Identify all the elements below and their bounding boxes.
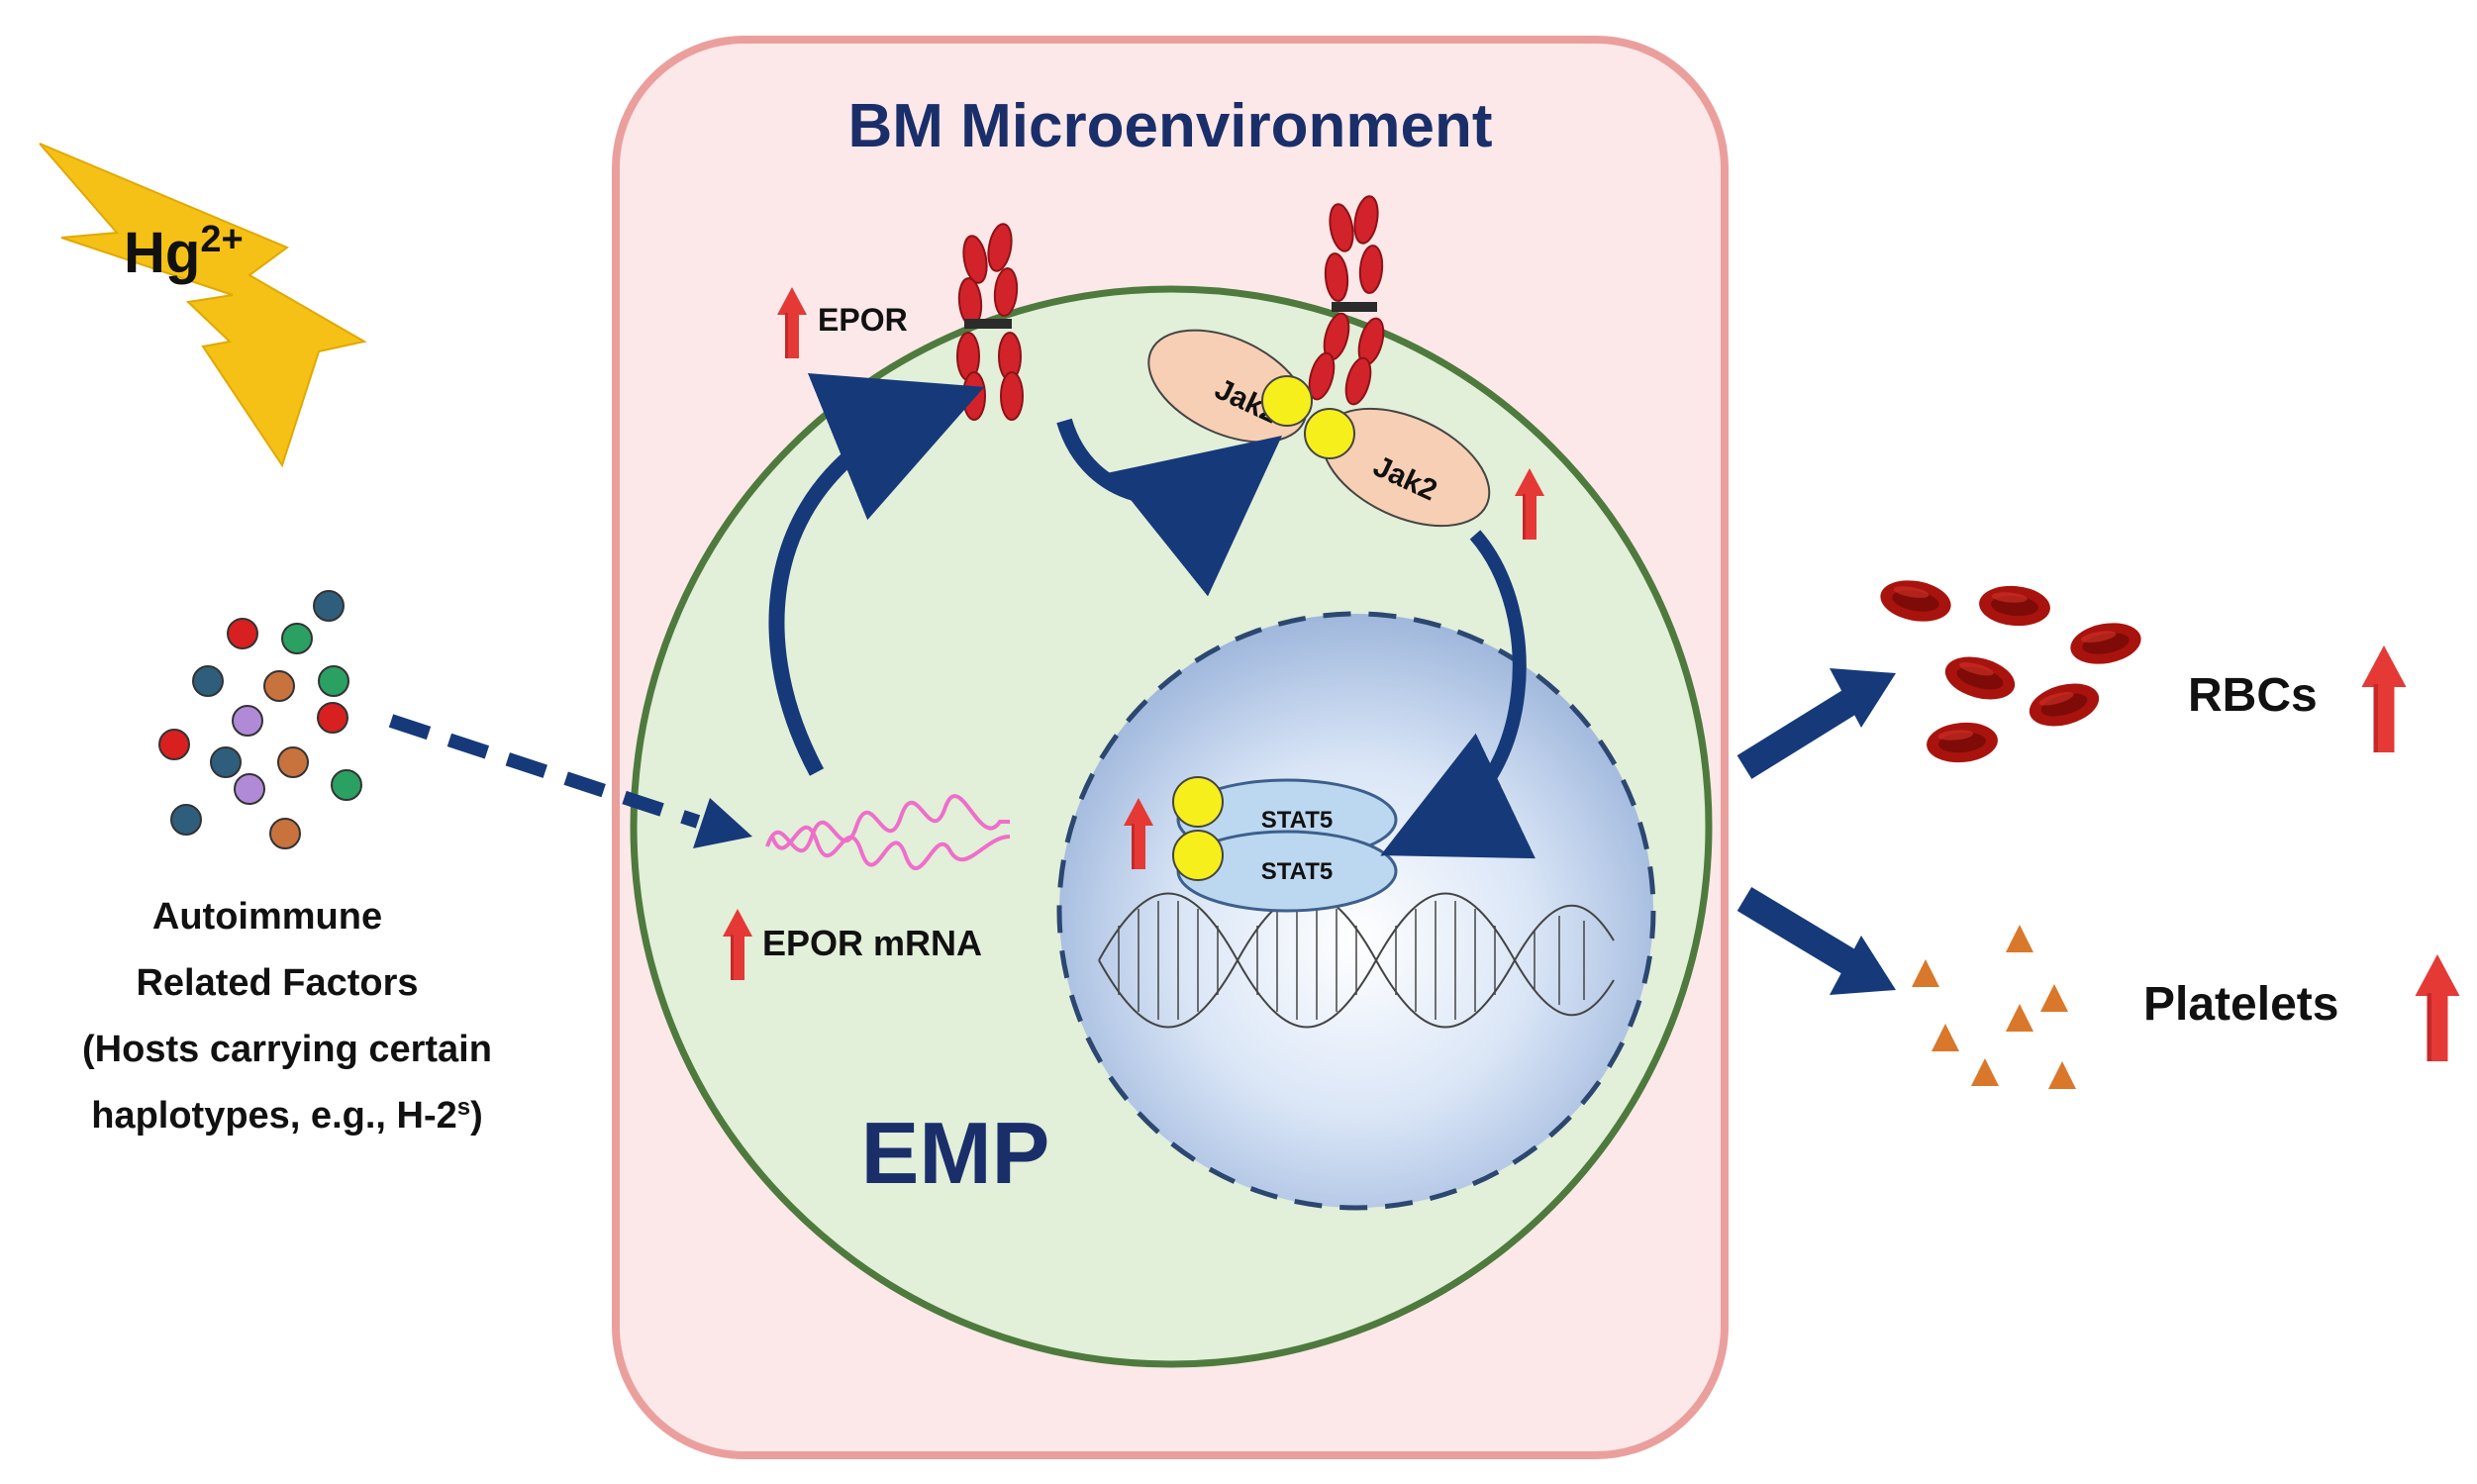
to-platelets-arrow (1736, 887, 1896, 995)
dna-helix-icon (1098, 892, 1615, 1029)
stat5-label-bottom: STAT5 (1261, 858, 1333, 885)
stat5-dimer: STAT5 STAT5 (1172, 776, 1398, 913)
mrna-strand-icon (765, 794, 1011, 870)
factors-line-4: haplotypes, e.g., H-2s) (91, 1094, 483, 1138)
phospho-site (1172, 830, 1224, 881)
autoimmune-factor-dots (158, 590, 362, 849)
activated-epor-icon (1304, 193, 1389, 409)
phospho-site (1304, 408, 1355, 459)
platelets-icon (1912, 925, 2076, 1089)
emp-label: EMP (861, 1104, 1050, 1202)
mrna-to-epor-arrow (768, 373, 985, 776)
to-rbc-arrow (1736, 668, 1896, 779)
stat5-label-top: STAT5 (1261, 807, 1333, 834)
factors-line-2: Related Factors (136, 962, 418, 1004)
dashed-arrow-head (693, 798, 752, 848)
autoimmune-factors-text: Autoimmune Related Factors (Hosts carryi… (82, 896, 492, 1137)
jak2-kinase-icon: Jak2 (1321, 407, 1491, 528)
factors-to-mrna-dashed-arrow (388, 714, 701, 829)
red-blood-cells-icon (1877, 575, 2144, 766)
lightning-bolt-icon (39, 143, 367, 468)
phospho-site (1172, 776, 1224, 828)
factors-line-1: Autoimmune (152, 896, 382, 938)
nucleus (1056, 611, 1656, 1211)
rbcs-label: RBCs (2188, 669, 2318, 722)
hg-label: Hg2+ (124, 219, 244, 285)
rbc-up-arrow-icon (2361, 645, 2407, 752)
epor-mrna-label: EPOR mRNA (762, 923, 982, 963)
epor-label: EPOR (818, 302, 908, 338)
bm-microenvironment-title: BM Microenvironment (847, 92, 1492, 160)
platelets-up-arrow-icon (2415, 954, 2460, 1061)
jak2-to-stat5-arrow (1380, 530, 1536, 858)
platelets-label: Platelets (2143, 978, 2338, 1031)
phospho-site (1261, 375, 1313, 427)
factors-line-3: (Hosts carrying certain (82, 1029, 492, 1070)
epor-to-jak2-arrow (1056, 418, 1283, 597)
epor-receptor-icon (955, 221, 1024, 421)
